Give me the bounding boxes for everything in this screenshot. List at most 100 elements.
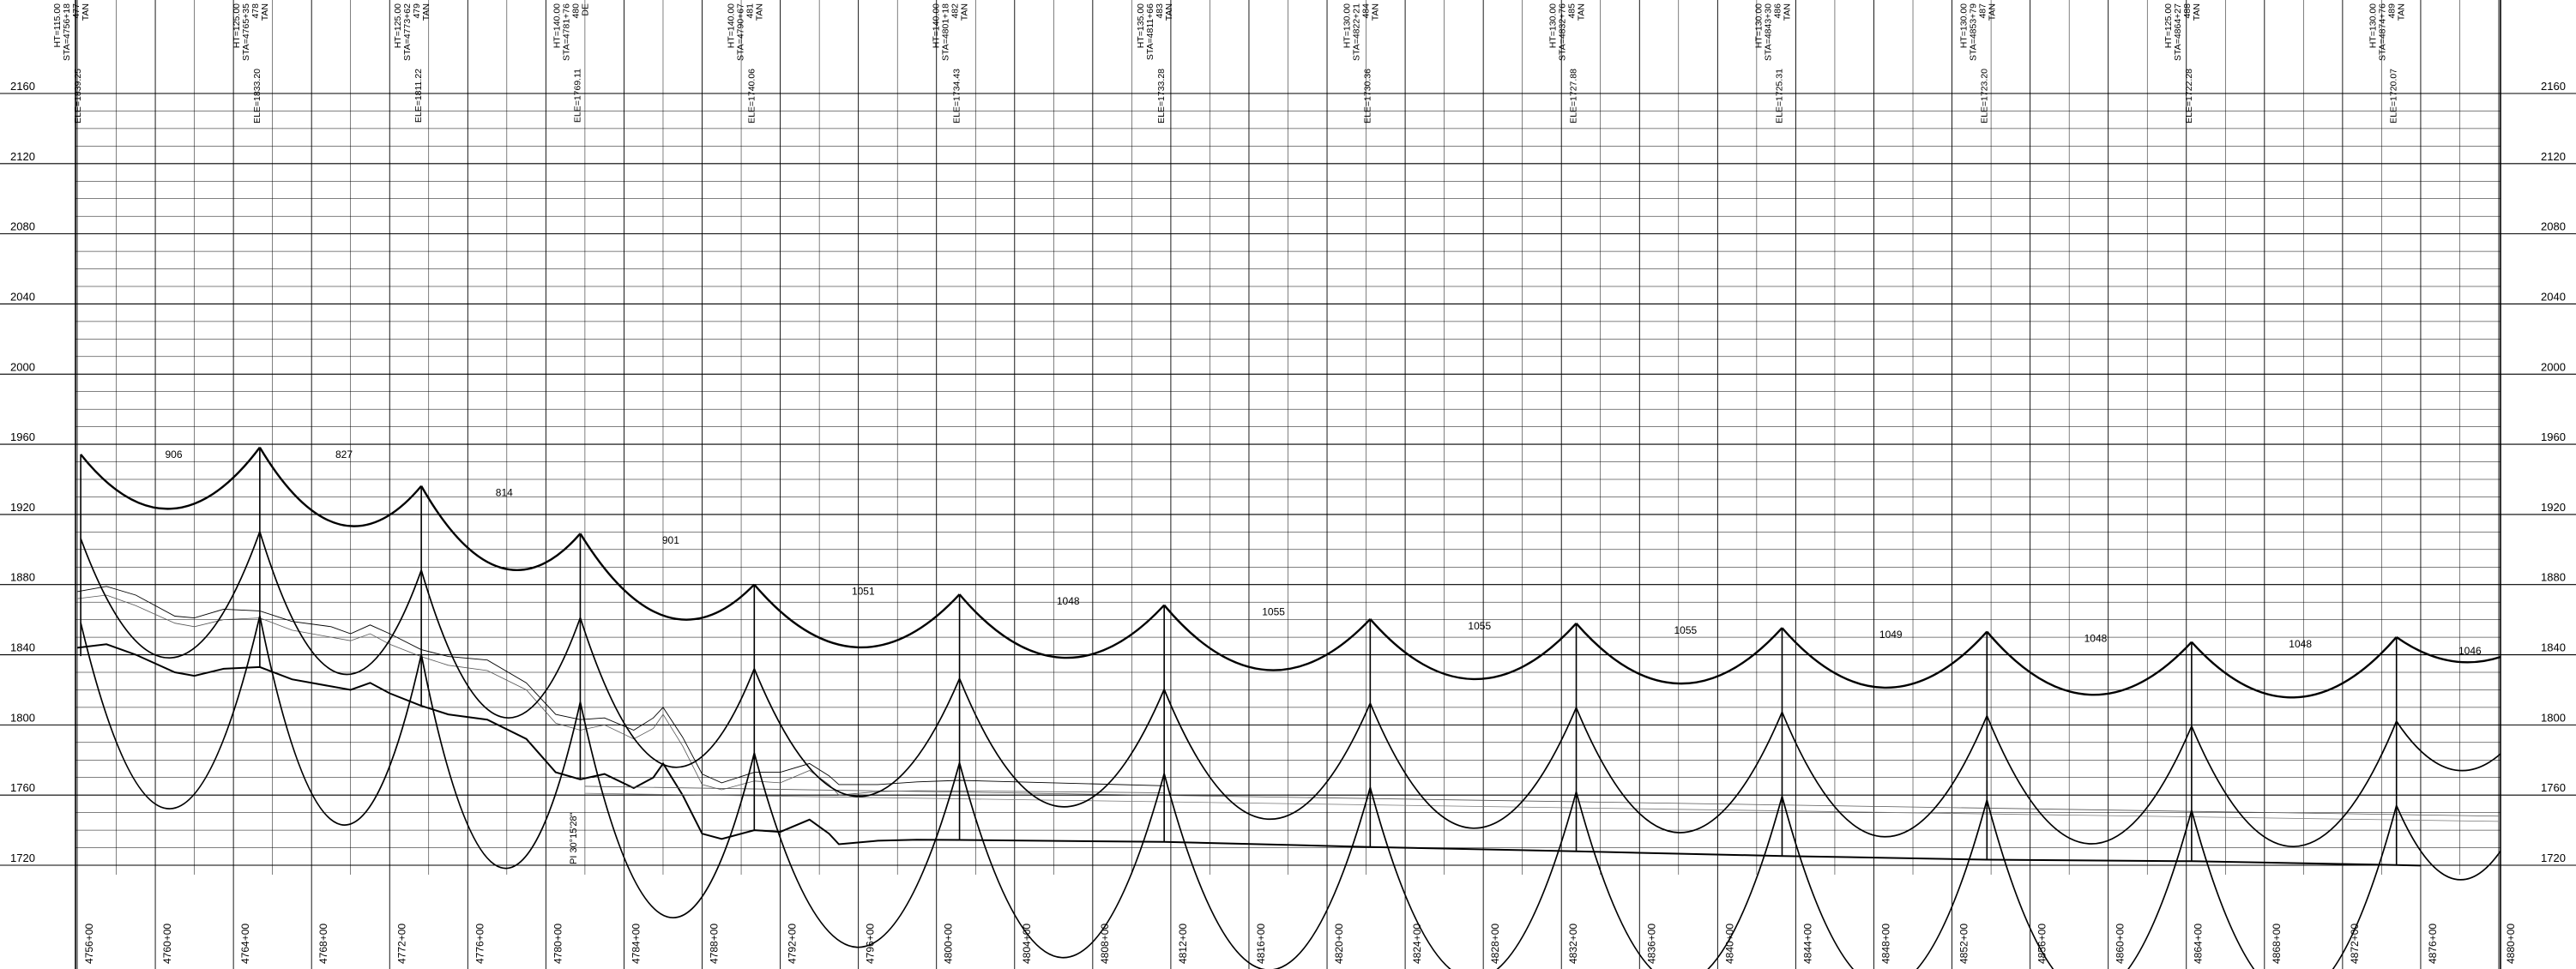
conductor-wire	[1575, 623, 1783, 685]
elevation-label: 2000	[10, 360, 35, 373]
vertical-grid	[75, 0, 2501, 969]
structure-station: STA=4801+18	[941, 3, 951, 61]
station-label: 4800+00	[943, 924, 955, 964]
conductor-wire	[2191, 720, 2398, 847]
structure-elevation: ELE=1725.31	[1774, 69, 1784, 123]
conductor-wire	[1575, 791, 1783, 969]
ground-side-line	[584, 792, 2500, 822]
elevation-label: 1960	[2541, 430, 2566, 443]
elevation-label: 1800	[10, 711, 35, 724]
span-length-label: 814	[496, 487, 513, 499]
structure-number: 484	[1360, 3, 1371, 19]
span-length-label: 1048	[1057, 595, 1080, 607]
structure-elevation: ELE=1733.28	[1156, 69, 1167, 123]
structure-station: STA=4811+66	[1145, 3, 1155, 60]
structure-type: DE	[580, 3, 590, 16]
conductor-wire	[958, 593, 1166, 659]
station-label: 4816+00	[1255, 924, 1267, 964]
structure-station: STA=4853+79	[1968, 3, 1978, 61]
conductor-wire	[579, 533, 756, 621]
structure-number: 489	[2387, 3, 2398, 19]
structure-type: TAN	[260, 3, 270, 21]
elevation-label: 1840	[10, 641, 35, 654]
conductor-wire	[1575, 707, 1783, 834]
structure-elevation: ELE=1833.20	[252, 69, 262, 123]
structure-type: TAN	[754, 3, 764, 21]
structure-type: TAN	[960, 3, 970, 21]
station-label: 4780+00	[552, 924, 564, 964]
station-label: 4756+00	[83, 924, 95, 964]
conductor-wire	[80, 447, 261, 510]
elevation-label: 1880	[2541, 571, 2566, 584]
conductor-wire	[958, 677, 1165, 808]
pi-angle-label: PI 30°15'28"	[569, 812, 579, 864]
ground-line	[76, 643, 2421, 867]
station-label: 4792+00	[787, 924, 799, 964]
conductor-wire	[2395, 804, 2501, 881]
structure-type: TAN	[1370, 3, 1380, 21]
span-length-label: 1055	[1674, 624, 1698, 636]
conductor-wire	[1163, 604, 1372, 671]
elevation-label: 2080	[2541, 220, 2566, 233]
structure-number: 486	[1772, 3, 1783, 19]
conductor-wire	[579, 701, 756, 918]
conductor-wire	[2396, 720, 2501, 772]
conductor-wire	[420, 653, 582, 870]
station-label: 4876+00	[2427, 924, 2439, 964]
structure-elevation: ELE=1730.36	[1362, 69, 1372, 123]
structure-height: HT=140.00	[932, 3, 942, 48]
conductor-wire	[1781, 796, 1988, 969]
conductor-wire	[1986, 715, 2193, 845]
station-label: 4864+00	[2193, 924, 2205, 964]
elevation-label: 1800	[2541, 711, 2566, 724]
span-length-label: 1048	[2084, 633, 2108, 645]
conductor-wire	[753, 583, 961, 649]
structure-elevation: ELE=1720.07	[2389, 69, 2399, 123]
conductor-wire	[80, 531, 261, 659]
structure-elevation: ELE=1727.88	[1569, 69, 1579, 123]
structure-station: STA=4874+76	[2378, 3, 2388, 61]
structure-height: HT=130.00	[2368, 3, 2379, 48]
structure-station: STA=4822+21	[1351, 3, 1361, 61]
station-label: 4860+00	[2114, 924, 2127, 964]
conductor-catenaries	[80, 447, 2501, 969]
elevation-label: 2040	[2541, 290, 2566, 303]
station-label: 4772+00	[395, 924, 407, 964]
conductor-wire	[958, 762, 1165, 959]
ground-side-line	[76, 594, 1165, 796]
station-label: 4844+00	[1801, 924, 1813, 964]
conductor-wire	[753, 668, 961, 797]
structure-height: HT=115.00	[52, 3, 63, 48]
structure-type: TAN	[1577, 3, 1587, 21]
structure-lines	[80, 447, 2398, 865]
structure-height: HT=135.00	[1136, 3, 1146, 48]
structure-station: STA=4765+35	[241, 3, 251, 61]
structure-elevation: ELE=1723.20	[1979, 69, 1989, 123]
station-label: 4852+00	[1958, 924, 1970, 964]
elevation-label: 1720	[10, 852, 35, 864]
structure-height: HT=125.00	[2163, 3, 2174, 48]
structure-number: 487	[1977, 3, 1988, 19]
conductor-wire	[1781, 627, 1988, 689]
conductor-wire	[1369, 618, 1578, 681]
station-label: 4824+00	[1411, 924, 1423, 964]
station-label: 4856+00	[2036, 924, 2048, 964]
structure-station: STA=4790+67	[735, 3, 745, 61]
station-label: 4784+00	[630, 924, 642, 964]
structure-station: STA=4781+76	[561, 3, 571, 61]
conductor-wire	[1369, 702, 1578, 829]
elevation-scale-right: 2160212020802040200019601920188018401800…	[2541, 80, 2566, 864]
structure-type: TAN	[81, 3, 91, 21]
ground-side-line	[584, 785, 2500, 817]
structure-height: HT=130.00	[1753, 3, 1764, 48]
structure-station: STA=4756+18	[62, 3, 72, 61]
span-length-label: 1051	[852, 586, 875, 598]
structure-number: 477	[71, 3, 81, 19]
structure-height: HT=125.00	[393, 3, 403, 48]
elevation-label: 1880	[10, 571, 35, 584]
conductor-wire	[1986, 799, 2193, 969]
structure-station: STA=4843+30	[1763, 3, 1773, 61]
station-label: 4836+00	[1645, 924, 1657, 964]
